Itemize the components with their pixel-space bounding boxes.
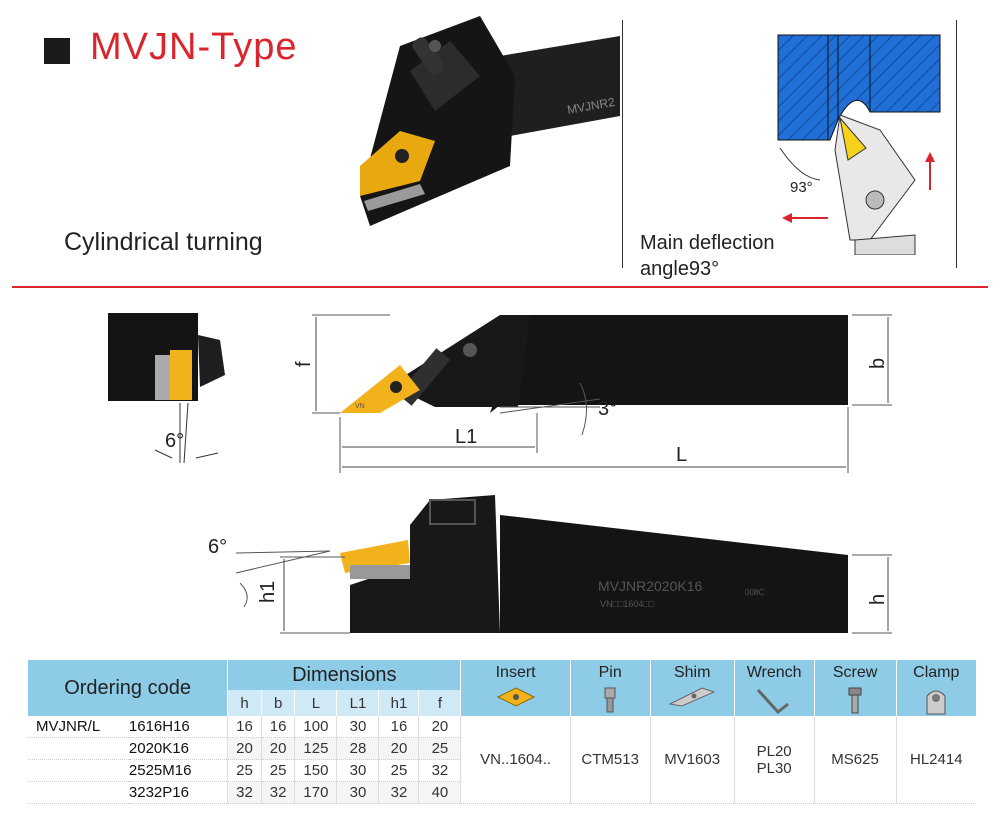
series-code: MVJNR/L [28, 716, 129, 738]
cell-l1: 28 [336, 737, 379, 760]
wrench-icon [757, 688, 790, 715]
clamp-value: HL2414 [895, 716, 976, 804]
wrench-value: PL20 PL30 [733, 716, 815, 804]
ordering-code: 1616H16 [128, 716, 228, 738]
table-row: MVJNR/L 1616H16 16 16 100 30 16 20 VN..1… [28, 716, 976, 804]
insert-header: Insert [460, 660, 571, 716]
ordering-code: 3232P16 [128, 781, 228, 804]
cell-b: 16 [260, 716, 295, 738]
col-f: f [418, 690, 461, 716]
insert-value: VN..1604.. [460, 716, 571, 804]
shim-header: Shim [649, 660, 735, 716]
divider [622, 20, 623, 268]
clamp-icon [926, 690, 946, 715]
end-view: 6° [108, 313, 225, 464]
deflection-caption: Main deflection angle93° [640, 230, 775, 282]
ordering-code: 2525M16 [128, 759, 228, 782]
deflection-line-1: Main deflection [640, 232, 775, 254]
cell-f: 32 [418, 759, 461, 782]
model-mark: MVJNR2020K16 [598, 578, 702, 594]
section-divider [12, 286, 988, 288]
cell-h1: 16 [378, 716, 419, 738]
insert-icon [496, 687, 535, 707]
end-angle-label: 6° [165, 430, 184, 452]
cell-l: 170 [294, 781, 337, 804]
grade-mark: 008C [745, 588, 764, 597]
cell-f: 25 [418, 737, 461, 760]
pin-header: Pin [569, 660, 651, 716]
dim-f-label: f [293, 361, 315, 367]
screw-value: MS625 [813, 716, 897, 804]
clamp-header: Clamp [895, 660, 976, 716]
technical-drawing: 6° VN f b L1 L 3° MVJNR2020 [108, 313, 892, 634]
cell-l: 150 [294, 759, 337, 782]
top-angle-label: 3° [598, 398, 617, 420]
wrench-value-1: PL20 [756, 742, 792, 760]
dim-h-label: h [867, 594, 889, 605]
cell-l: 125 [294, 737, 337, 760]
deflection-line-2: angle93° [640, 258, 720, 280]
cell-h1: 32 [378, 781, 419, 804]
cell-b: 32 [260, 781, 295, 804]
table-row: 3232P16 32 32 170 30 32 40 [28, 781, 976, 804]
pin-icon [604, 687, 616, 713]
insert-code-mark: VN□□1604□□ [600, 599, 655, 609]
table-row: 2525M16 25 25 150 30 25 32 [28, 759, 976, 782]
divider [956, 20, 957, 268]
col-l1: L1 [336, 690, 379, 716]
col-l: L [294, 690, 337, 716]
cell-f: 40 [418, 781, 461, 804]
wrench-value-2: PL30 [756, 759, 792, 777]
screw-icon [848, 687, 862, 714]
cell-h1: 25 [378, 759, 419, 782]
insert-mark: VN [355, 403, 365, 410]
cell-f: 20 [418, 716, 461, 738]
dim-b-label: b [867, 358, 889, 369]
table-row: 2020K16 20 20 125 28 20 25 [28, 737, 976, 760]
cell-l1: 30 [336, 781, 379, 804]
wrench-header: Wrench [733, 660, 815, 716]
col-h: h [227, 690, 262, 716]
screw-header: Screw [813, 660, 897, 716]
top-view: VN f b L1 L 3° [293, 314, 892, 473]
cell-b: 25 [260, 759, 295, 782]
col-b: b [260, 690, 295, 716]
shim-value: MV1603 [649, 716, 735, 804]
cell-b: 20 [260, 737, 295, 760]
cell-l1: 30 [336, 716, 379, 738]
cell-h: 16 [227, 716, 262, 738]
shim-icon [668, 687, 716, 707]
cell-h1: 20 [378, 737, 419, 760]
ordering-code: 2020K16 [128, 737, 228, 760]
pin-value: CTM513 [569, 716, 651, 804]
side-angle-label: 6° [208, 536, 227, 558]
subtitle: Cylindrical turning [64, 228, 263, 256]
product-photo: MVJNR2 [360, 16, 620, 226]
angle-93-label: 93° [790, 179, 813, 196]
cell-l: 100 [294, 716, 337, 738]
cell-l1: 30 [336, 759, 379, 782]
dim-l1-label: L1 [455, 426, 477, 448]
dimensions-header: Dimensions [227, 660, 461, 690]
dim-h1-label: h1 [257, 581, 279, 603]
title-bullet [44, 38, 70, 64]
deflection-diagram: 93° [777, 34, 941, 255]
cell-h: 25 [227, 759, 262, 782]
dim-l-label: L [676, 444, 687, 466]
spec-table: Ordering code Dimensions Insert Pin Shim [28, 660, 976, 804]
cell-h: 20 [227, 737, 262, 760]
side-view: MVJNR2020K16 VN□□1604□□ 008C h1 6° h [208, 495, 892, 634]
ordering-code-header: Ordering code [28, 660, 228, 716]
cell-h: 32 [227, 781, 262, 804]
col-h1: h1 [378, 690, 419, 716]
page-title: MVJN-Type [90, 26, 298, 68]
